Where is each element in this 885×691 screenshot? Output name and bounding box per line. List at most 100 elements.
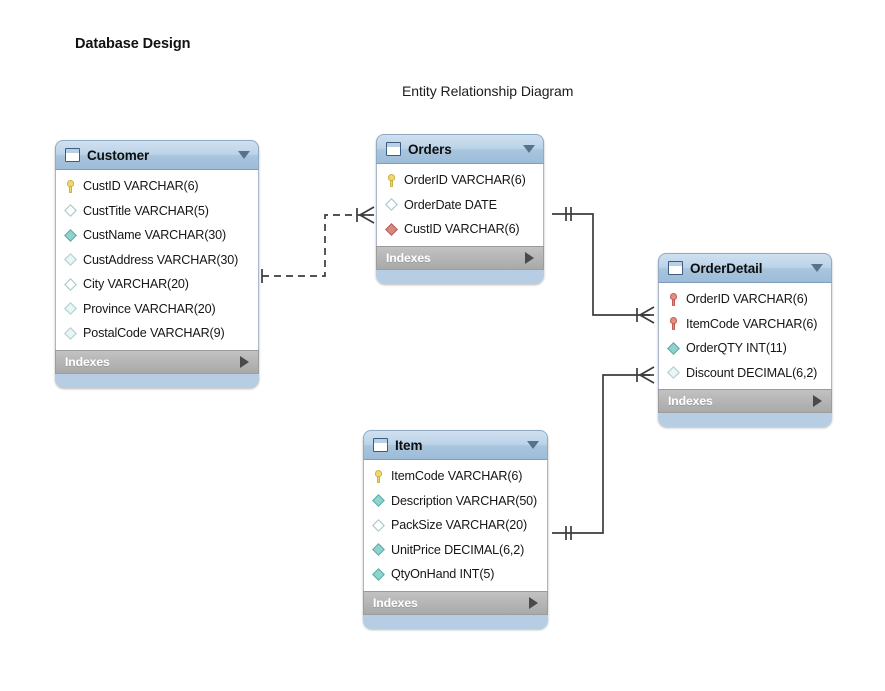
field-label: OrderQTY INT(11) [686, 341, 787, 356]
field-label: Description VARCHAR(50) [391, 493, 538, 508]
diagram-caption: Entity Relationship Diagram [402, 83, 574, 99]
nullable-column-icon [666, 365, 680, 380]
entity-header-orderdetail[interactable]: OrderDetail [658, 253, 832, 283]
column-icon [371, 493, 385, 508]
field-label: CustID VARCHAR(6) [83, 179, 199, 194]
field-row[interactable]: City VARCHAR(20) [56, 272, 258, 297]
entity-header-orders[interactable]: Orders [376, 134, 544, 164]
field-row[interactable]: PostalCode VARCHAR(9) [56, 321, 258, 346]
primary-foreign-key-icon [667, 292, 680, 307]
column-icon [666, 341, 680, 356]
chevron-down-icon[interactable] [238, 151, 250, 159]
field-label: Province VARCHAR(20) [83, 301, 216, 316]
entity-name-orders: Orders [408, 141, 452, 157]
field-label: CustTitle VARCHAR(5) [83, 203, 209, 218]
triangle-right-icon[interactable] [525, 251, 534, 264]
field-label: OrderDate DATE [404, 197, 497, 212]
table-icon [373, 438, 388, 452]
entity-name-orderdetail: OrderDetail [690, 260, 763, 276]
entity-fields-item: ItemCode VARCHAR(6) Description VARCHAR(5… [363, 460, 548, 591]
nullable-column-icon [63, 277, 77, 292]
indexes-label: Indexes [668, 394, 713, 408]
table-icon [65, 148, 80, 162]
relationship-orders-orderdetail [552, 207, 655, 324]
field-label: PostalCode VARCHAR(9) [83, 326, 225, 341]
field-row[interactable]: CustName VARCHAR(30) [56, 223, 258, 248]
nullable-column-icon [384, 197, 398, 212]
table-icon [668, 261, 683, 275]
column-icon [371, 542, 385, 557]
nullable-column-icon [371, 518, 385, 533]
chevron-down-icon[interactable] [523, 145, 535, 153]
field-row[interactable]: ItemCode VARCHAR(6) [659, 312, 831, 337]
entity-footer-strip [55, 373, 259, 383]
field-label: QtyOnHand INT(5) [391, 567, 495, 582]
nullable-column-icon [63, 252, 77, 267]
entity-header-item[interactable]: Item [363, 430, 548, 460]
field-label: ItemCode VARCHAR(6) [686, 316, 818, 331]
indexes-section-orders[interactable]: Indexes [376, 245, 544, 270]
column-icon [63, 228, 77, 243]
field-row[interactable]: PackSize VARCHAR(20) [364, 513, 547, 538]
field-label: OrderID VARCHAR(6) [686, 292, 808, 307]
field-label: City VARCHAR(20) [83, 277, 189, 292]
table-icon [386, 142, 401, 156]
field-row[interactable]: CustID VARCHAR(6) [377, 217, 543, 242]
nullable-column-icon [63, 326, 77, 341]
field-row[interactable]: CustTitle VARCHAR(5) [56, 199, 258, 224]
field-label: ItemCode VARCHAR(6) [391, 469, 523, 484]
page-title: Database Design [75, 36, 191, 52]
chevron-down-icon[interactable] [811, 264, 823, 272]
field-label: UnitPrice DECIMAL(6,2) [391, 542, 525, 557]
nullable-column-icon [63, 203, 77, 218]
field-row[interactable]: ItemCode VARCHAR(6) [364, 464, 547, 489]
field-row[interactable]: OrderID VARCHAR(6) [659, 287, 831, 312]
entity-footer-strip [658, 413, 832, 422]
indexes-section-customer[interactable]: Indexes [55, 349, 259, 374]
field-label: OrderID VARCHAR(6) [404, 173, 526, 188]
primary-key-icon [372, 469, 385, 484]
field-label: CustAddress VARCHAR(30) [83, 252, 239, 267]
field-row[interactable]: CustID VARCHAR(6) [56, 174, 258, 199]
column-icon [371, 567, 385, 582]
entity-header-customer[interactable]: Customer [55, 140, 259, 170]
entity-footer-strip [363, 614, 548, 624]
triangle-right-icon[interactable] [529, 596, 538, 609]
indexes-label: Indexes [386, 250, 431, 265]
indexes-label: Indexes [373, 595, 418, 610]
primary-foreign-key-icon [667, 316, 680, 331]
entity-fields-orders: OrderID VARCHAR(6) OrderDate DATE CustID V… [376, 164, 544, 246]
field-label: CustID VARCHAR(6) [404, 222, 520, 237]
entity-fields-customer: CustID VARCHAR(6) CustTitle VARCHAR(5) Cus… [55, 170, 259, 350]
nullable-column-icon [63, 301, 77, 316]
field-row[interactable]: OrderID VARCHAR(6) [377, 168, 543, 193]
field-label: Discount DECIMAL(6,2) [686, 365, 818, 380]
foreign-key-icon [384, 222, 398, 237]
field-row[interactable]: QtyOnHand INT(5) [364, 562, 547, 587]
field-row[interactable]: Discount DECIMAL(6,2) [659, 361, 831, 386]
field-row[interactable]: UnitPrice DECIMAL(6,2) [364, 538, 547, 563]
relationship-customer-orders [248, 206, 375, 283]
entity-name-item: Item [395, 437, 423, 453]
relationship-item-orderdetail [552, 366, 655, 540]
field-row[interactable]: CustAddress VARCHAR(30) [56, 248, 258, 273]
entity-fields-orderdetail: OrderID VARCHAR(6) ItemCode VARCHAR(6) Ord… [658, 283, 832, 389]
triangle-right-icon[interactable] [240, 355, 249, 368]
chevron-down-icon[interactable] [527, 441, 539, 449]
field-row[interactable]: OrderDate DATE [377, 193, 543, 218]
indexes-section-orderdetail[interactable]: Indexes [658, 389, 832, 413]
entity-name-customer: Customer [87, 147, 150, 163]
field-label: CustName VARCHAR(30) [83, 228, 227, 243]
field-row[interactable]: OrderQTY INT(11) [659, 336, 831, 361]
indexes-section-item[interactable]: Indexes [363, 590, 548, 615]
triangle-right-icon[interactable] [813, 395, 822, 407]
field-row[interactable]: Province VARCHAR(20) [56, 297, 258, 322]
indexes-label: Indexes [65, 354, 110, 369]
field-row[interactable]: Description VARCHAR(50) [364, 489, 547, 514]
field-label: PackSize VARCHAR(20) [391, 518, 528, 533]
